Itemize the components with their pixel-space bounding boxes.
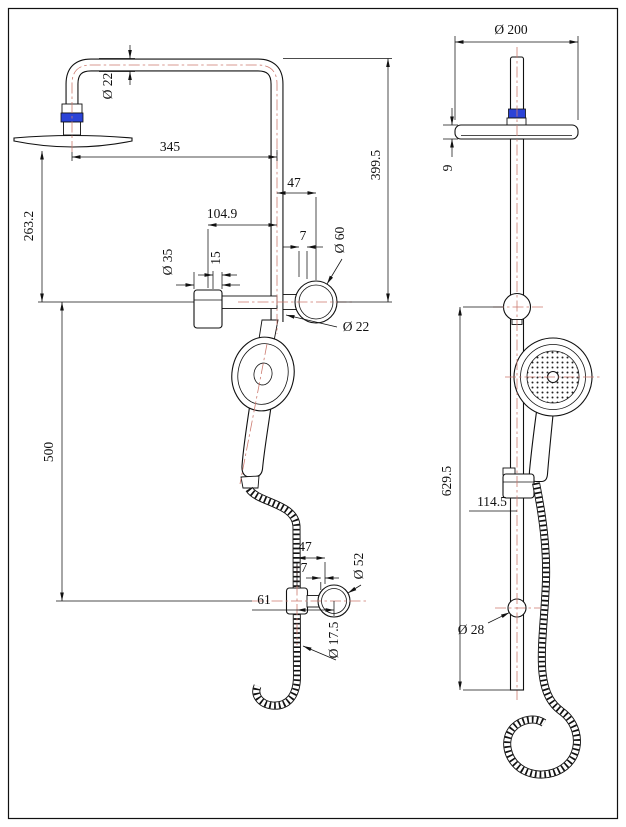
dim-label: 7 <box>300 228 307 243</box>
riser-pipe <box>65 58 284 322</box>
dim-dia22-riser: Ø 22 <box>285 314 370 334</box>
rain-shower-head <box>13 134 133 148</box>
dim-label: 114.5 <box>477 494 507 509</box>
dim-47-bottom: 47 <box>296 539 326 586</box>
dim-399-5: 399.5 <box>283 58 392 303</box>
dim-7-bottom: 7 <box>301 560 339 590</box>
dim-15: 15 <box>198 251 237 289</box>
dim-dia17-5: Ø 17.5 <box>302 621 341 661</box>
shower-hose-side <box>503 482 581 779</box>
dim-label: Ø 28 <box>458 622 485 637</box>
sheet-border <box>7 7 619 820</box>
dim-629-5: 629.5 <box>439 306 510 691</box>
dim-label: 15 <box>208 251 223 265</box>
centerlines-front <box>71 64 368 645</box>
wall-bracket-side <box>502 467 535 499</box>
top-pipe <box>506 56 527 127</box>
front-view: Ø 22 345 47 399.5 263.2 104.9 <box>13 45 392 710</box>
dim-dia200: Ø 200 <box>454 22 579 120</box>
hand-shower-head <box>231 336 295 412</box>
dim-47-top: 47 <box>277 175 317 280</box>
dim-label: 47 <box>287 175 301 190</box>
dim-label: 345 <box>160 139 181 154</box>
hose-nut <box>240 475 260 489</box>
dim-label: 104.9 <box>207 206 238 221</box>
hand-shower <box>231 319 295 489</box>
shower-hose <box>245 486 302 710</box>
dim-label: 9 <box>440 164 455 171</box>
hand-shower-handle-side <box>528 407 555 483</box>
dim-label: Ø 22 <box>343 319 370 334</box>
dim-label: Ø 22 <box>100 73 115 100</box>
dim-label: 61 <box>257 592 271 607</box>
dim-label: Ø 60 <box>332 226 347 253</box>
dim-dia22-arm: Ø 22 <box>99 45 135 99</box>
dim-345: 345 <box>71 139 278 161</box>
rain-head-side <box>454 124 579 140</box>
dim-9: 9 <box>440 108 458 171</box>
dim-label: Ø 35 <box>160 248 175 275</box>
dim-label: 263.2 <box>21 211 36 241</box>
dim-114-5: 114.5 <box>469 494 517 512</box>
dim-label: 7 <box>301 560 308 575</box>
side-view: Ø 200 9 629.5 114.5 Ø 28 <box>439 22 601 779</box>
dim-dia28: Ø 28 <box>458 612 510 637</box>
dim-dia60: Ø 60 <box>326 226 347 285</box>
dim-label: 500 <box>41 442 56 463</box>
dim-label: 47 <box>298 539 312 554</box>
dim-label: Ø 200 <box>494 22 528 37</box>
hand-shower-holder <box>193 289 278 329</box>
dim-label: 629.5 <box>439 466 454 497</box>
dim-500: 500 <box>41 302 252 602</box>
dim-7-top: 7 <box>283 228 323 279</box>
dim-61: 61 <box>252 592 335 616</box>
dim-104-9: 104.9 <box>207 206 277 288</box>
dim-label: Ø 17.5 <box>326 621 341 658</box>
dim-label: 399.5 <box>368 150 383 181</box>
dim-label: Ø 52 <box>351 553 366 580</box>
dim-dia52: Ø 52 <box>347 553 366 594</box>
hand-shower-handle <box>241 403 272 478</box>
dim-dia35: Ø 35 <box>160 248 240 289</box>
dim-263-2: 263.2 <box>21 151 194 303</box>
